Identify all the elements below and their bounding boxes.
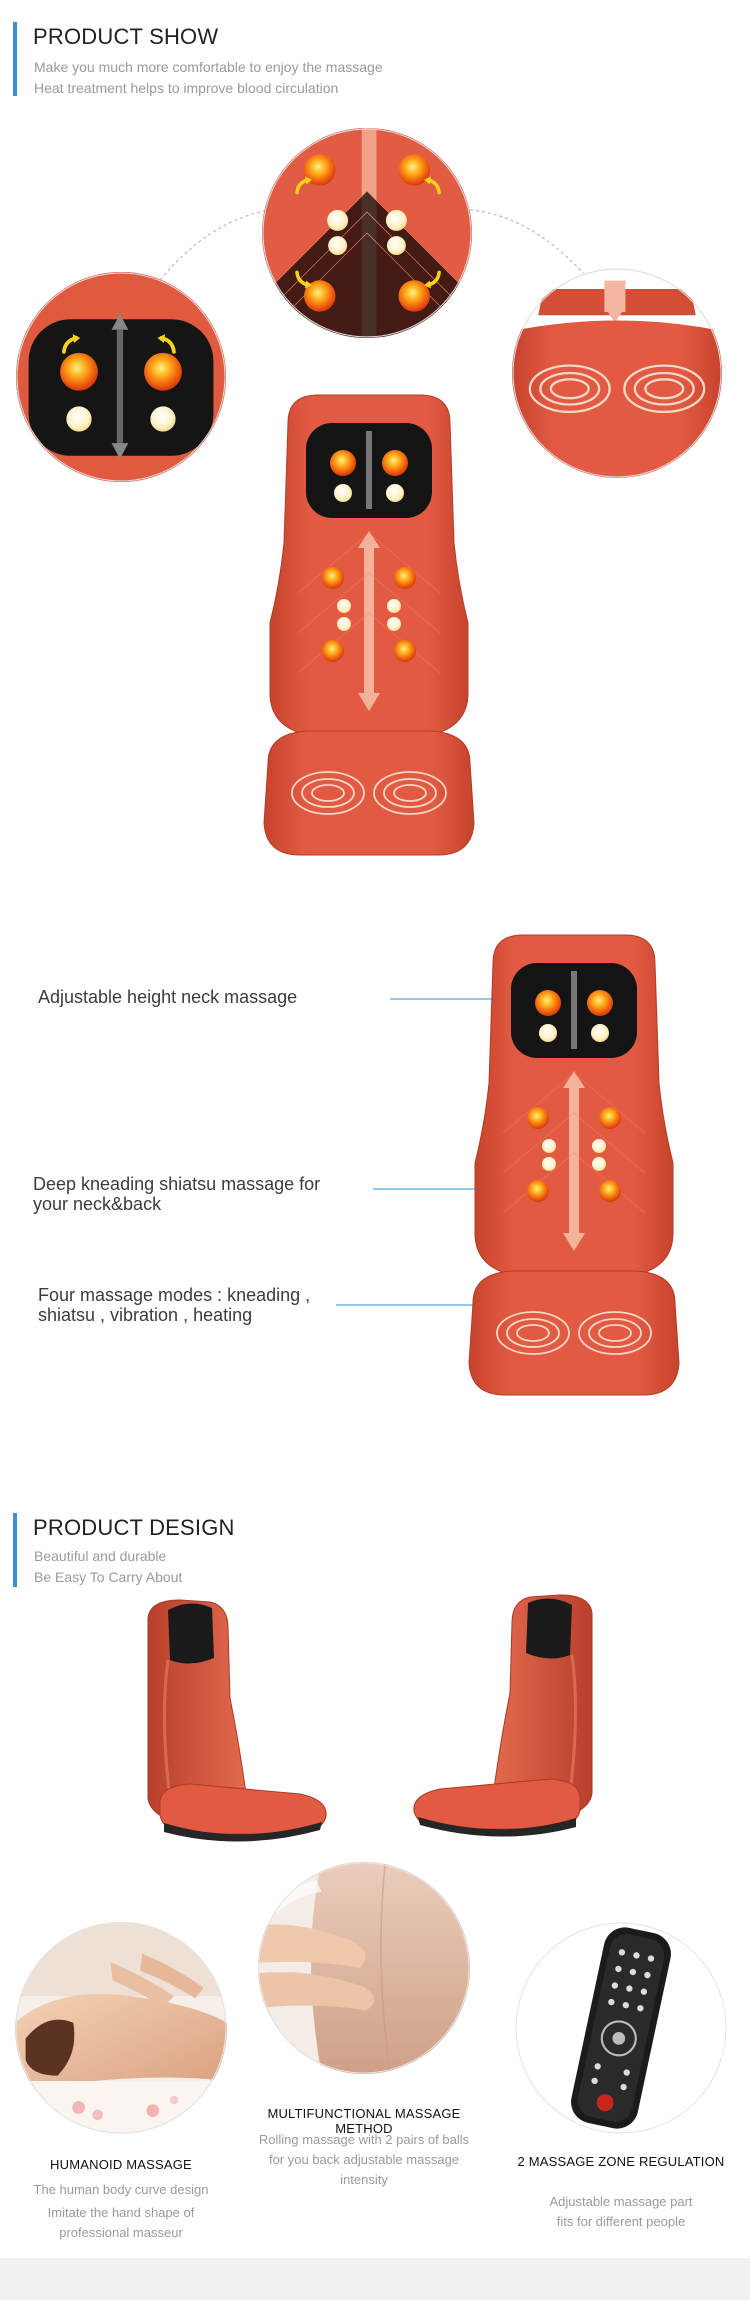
callout-line-neck	[390, 998, 575, 1000]
caption-humanoid-line-1: The human body curve design	[33, 2182, 209, 2197]
callout-line-modes	[336, 1304, 568, 1306]
feature-kneading-label-1: Deep kneading shiatsu massage for	[33, 1174, 321, 1194]
caption-zones-title: 2 MASSAGE ZONE REGULATION	[517, 2154, 725, 2169]
detail-circle-back-rollers	[262, 128, 472, 338]
feature-modes-label-1: Four massage modes : kneading ,	[38, 1285, 311, 1305]
product-design-subtitle-1: Beautiful and durable	[34, 1548, 167, 1564]
cushion-side-view-right	[413, 1594, 593, 1837]
caption-multifunctional-line-2: for you back adjustable massage	[268, 2152, 460, 2167]
caption-zones-line-2: fits for different people	[556, 2214, 686, 2229]
caption-multifunctional-line-1: Rolling massage with 2 pairs of balls	[258, 2132, 470, 2147]
caption-multifunctional-line-3: intensity	[340, 2172, 388, 2187]
massage-cushion-annotated-view	[468, 934, 680, 1396]
section-accent-bar	[13, 22, 17, 96]
photo-multifunctional-massage	[258, 1862, 470, 2074]
product-design-title: PRODUCT DESIGN	[33, 1515, 235, 1540]
massage-cushion-front-view	[263, 394, 475, 856]
section-accent-bar-design	[13, 1513, 17, 1587]
caption-zones-line-1: Adjustable massage part	[549, 2194, 693, 2209]
feature-modes-label-2: shiatsu , vibration , heating	[38, 1305, 253, 1325]
caption-humanoid-line-2: Imitate the hand shape of	[47, 2205, 195, 2220]
product-show-title: PRODUCT SHOW	[33, 24, 219, 49]
caption-humanoid-title: HUMANOID MASSAGE	[50, 2157, 192, 2172]
product-design-subtitle-2: Be Easy To Carry About	[34, 1569, 183, 1585]
photo-remote-control	[515, 1922, 727, 2134]
product-show-subtitle-2: Heat treatment helps to improve blood ci…	[34, 80, 339, 96]
detail-circle-neck	[16, 272, 226, 482]
dashed-connector-arcs	[159, 209, 586, 281]
feature-neck-label: Adjustable height neck massage	[38, 987, 298, 1007]
callout-line-kneading	[373, 1188, 503, 1190]
footer-strip	[0, 2258, 750, 2300]
detail-circle-seat	[512, 268, 722, 478]
cushion-side-view-left	[147, 1599, 327, 1842]
caption-multifunctional-title: MULTIFUNCTIONAL MASSAGE METHOD	[267, 2106, 461, 2136]
product-show-subtitle-1: Make you much more comfortable to enjoy …	[34, 59, 383, 75]
feature-kneading-label-2: your neck&back	[33, 1194, 162, 1214]
caption-humanoid-line-3: professional masseur	[59, 2225, 183, 2240]
photo-humanoid-massage	[15, 1922, 227, 2134]
